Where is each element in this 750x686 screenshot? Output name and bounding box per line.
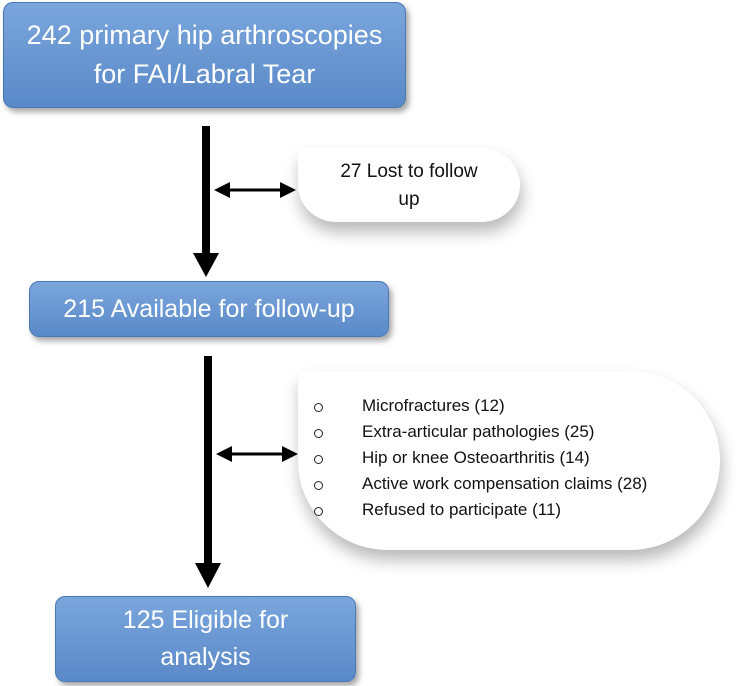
initial-cohort-line-2: for FAI/Labral Tear	[93, 59, 316, 89]
exclusion-item-text: Active work compensation claims (28)	[362, 474, 648, 493]
exclusion-item-text: Hip or knee Osteoarthritis (14)	[362, 448, 590, 467]
circle-bullet-icon	[314, 429, 323, 438]
exclusion-item-text: Refused to participate (11)	[362, 500, 562, 519]
lost-to-follow-up-callout: 27 Lost to follow up	[298, 148, 520, 222]
side-arrow-2-right-head	[282, 446, 298, 462]
exclusion-item-text: Microfractures (12)	[362, 396, 505, 415]
side-arrow-1-right-head	[280, 182, 296, 198]
available-for-follow-up-label: 215 Available for follow-up	[63, 294, 355, 323]
lost-to-follow-up-line-1: 27 Lost to follow	[340, 161, 478, 182]
initial-cohort-box: 242 primary hip arthroscopies for FAI/La…	[3, 2, 406, 108]
circle-bullet-icon	[314, 507, 323, 516]
exclusion-criteria-callout: Microfractures (12) Extra-articular path…	[298, 371, 720, 550]
circle-bullet-icon	[314, 455, 323, 464]
eligible-for-analysis-box: 125 Eligible for analysis	[55, 596, 356, 682]
eligible-line-1: 125 Eligible for	[122, 606, 289, 634]
initial-cohort-line-1: 242 primary hip arthroscopies	[26, 20, 383, 50]
main-arrow-2-head	[195, 563, 221, 588]
side-arrow-2-left-head	[216, 446, 232, 462]
side-arrow-1-left-head	[214, 182, 230, 198]
eligible-line-2: analysis	[160, 643, 251, 671]
circle-bullet-icon	[314, 481, 323, 490]
lost-to-follow-up-line-2: up	[398, 189, 420, 210]
main-arrow-1-head	[193, 253, 219, 277]
exclusion-item-text: Extra-articular pathologies (25)	[362, 422, 595, 441]
available-for-follow-up-box: 215 Available for follow-up	[29, 281, 389, 337]
circle-bullet-icon	[314, 403, 323, 412]
